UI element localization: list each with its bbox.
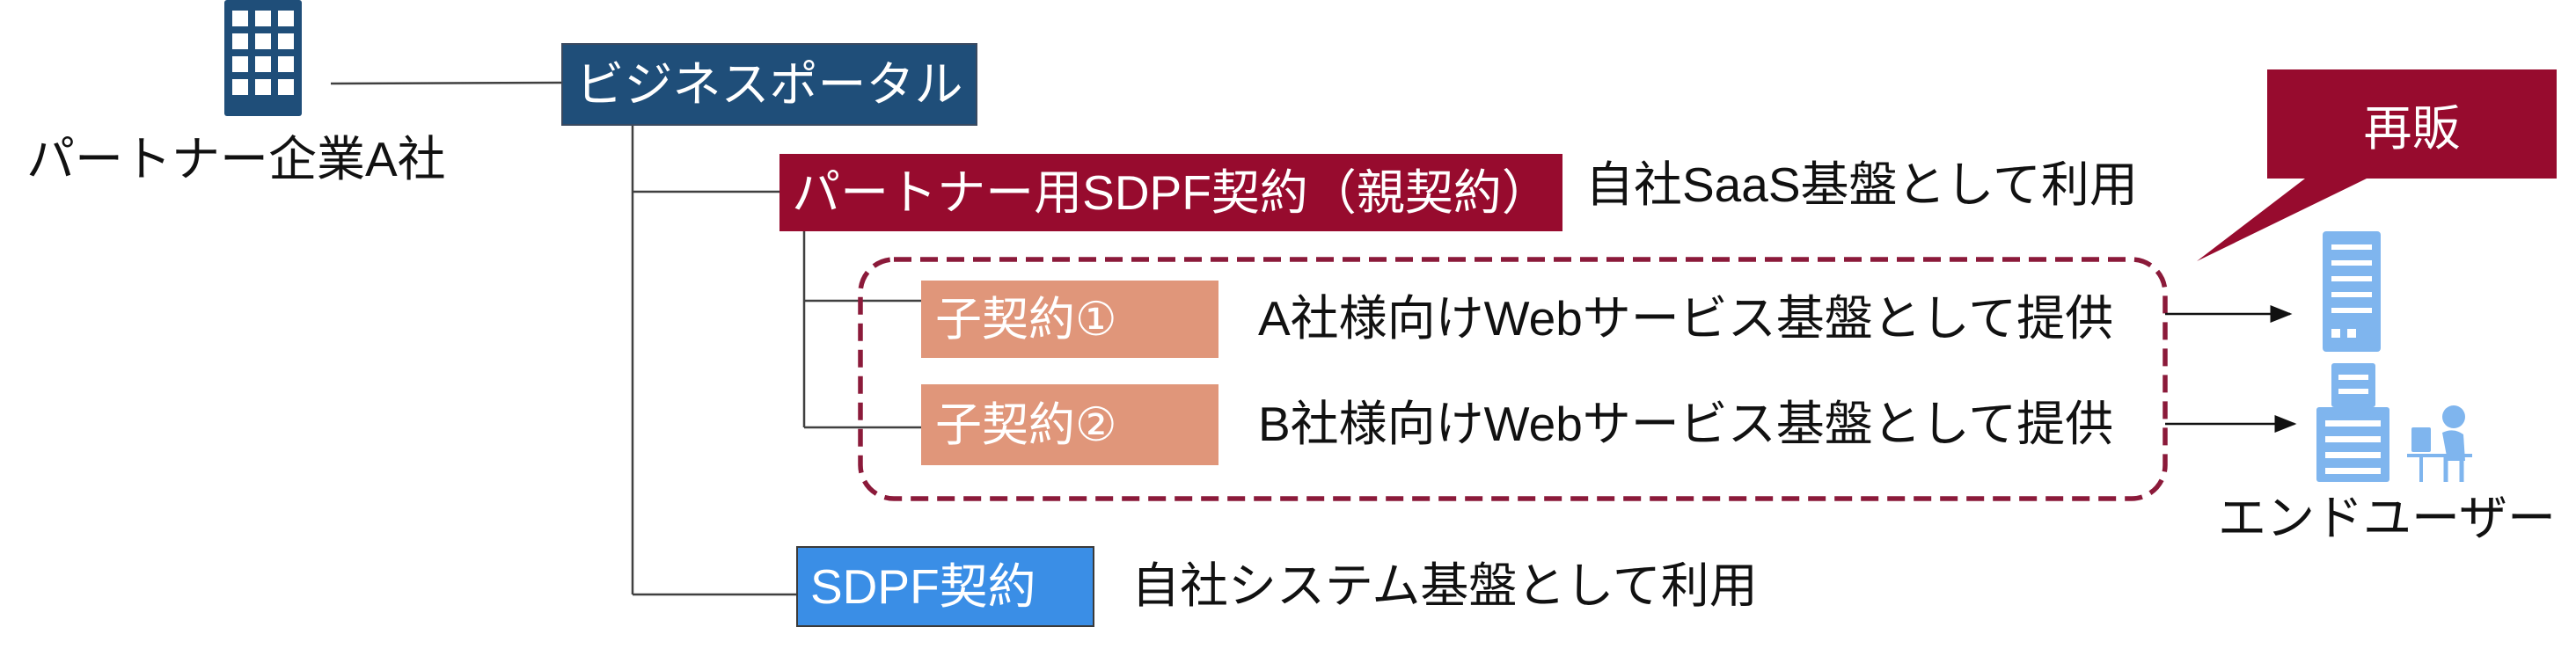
sdpf-contract-box: SDPF契約 (796, 546, 1094, 627)
sdpf-contract-label: SDPF契約 (810, 558, 1036, 614)
end-user-label: エンドユーザー (2218, 490, 2556, 545)
child-contract-description-1: A社様向けWebサービス基盤として提供 (1258, 290, 2114, 346)
child-contract-box-1: 子契約① (921, 281, 1218, 358)
child-contract-label-2: 子契約② (935, 398, 1117, 451)
resale-callout-shape (2197, 69, 2557, 261)
child-contracts-dashed-group (858, 257, 2168, 501)
child-contract-description-2: B社様向けWebサービス基盤として提供 (1258, 396, 2114, 451)
child-contract-box-2: 子契約② (921, 384, 1218, 465)
business-portal-box: ビジネスポータル (561, 43, 977, 126)
resale-callout-label: 再販 (2363, 101, 2461, 156)
parent-contract-box: パートナー用SDPF契約（親契約） (779, 154, 1562, 231)
server-icon (2316, 363, 2389, 482)
connector-line-partner-portal (330, 81, 562, 85)
server-icon (2323, 231, 2381, 352)
parent-contract-label: パートナー用SDPF契約（親契約） (792, 164, 1550, 220)
parent-contract-description: 自社SaaS基盤として利用 (1585, 157, 2138, 212)
partner-company-label: パートナー企業A社 (26, 131, 446, 186)
sdpf-contract-description: 自社システム基盤として利用 (1131, 558, 1758, 613)
building-icon (224, 0, 302, 116)
business-portal-label: ビジネスポータル (575, 56, 963, 112)
user-at-desk-icon (2407, 405, 2472, 482)
child-contract-label-1: 子契約① (935, 293, 1117, 346)
